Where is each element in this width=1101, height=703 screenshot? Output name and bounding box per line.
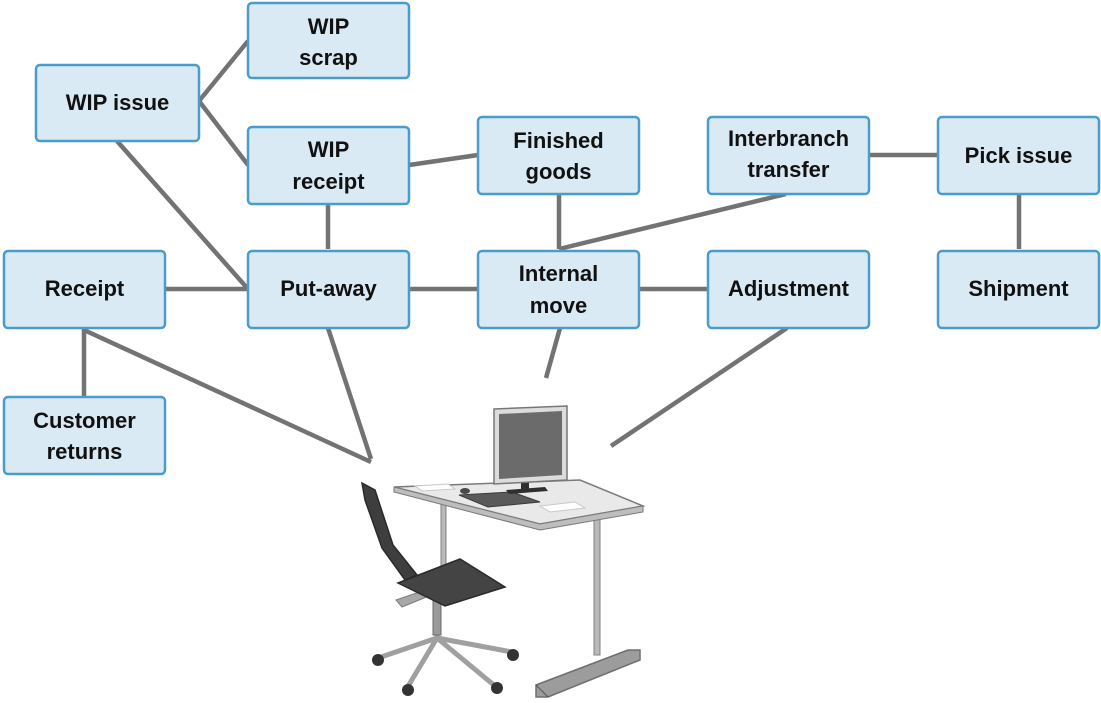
node-internal-move: Internal move <box>476 249 641 330</box>
connector-lines <box>81 39 1022 465</box>
node-label-line-2: scrap <box>299 45 358 70</box>
node-box <box>706 249 871 330</box>
node-label-line-2: receipt <box>292 169 365 194</box>
node-label: Pick issue <box>965 143 1073 168</box>
node-box <box>936 249 1101 330</box>
node-box <box>476 249 641 330</box>
node-box <box>246 125 411 206</box>
connector-internal-move-workstation <box>543 327 563 379</box>
node-label-line-1: Customer <box>33 408 136 433</box>
node-box <box>2 249 167 330</box>
connector-wip-issue-wip-receipt <box>197 99 250 167</box>
node-box <box>706 115 871 196</box>
connector-adjustment-workstation <box>609 326 789 448</box>
computer-desk-icon <box>360 405 646 698</box>
node-wip-receipt: WIP receipt <box>246 125 411 206</box>
node-label: Receipt <box>45 276 125 301</box>
node-finished-goods: Finished goods <box>476 115 641 196</box>
node-box <box>246 249 411 330</box>
node-label-line-2: goods <box>526 159 592 184</box>
node-receipt: Receipt <box>2 249 167 330</box>
node-shipment: Shipment <box>936 249 1101 330</box>
node-customer-returns: Customer returns <box>2 395 167 476</box>
connector-wip-issue-put-away <box>115 139 250 291</box>
node-label-line-1: Internal <box>519 261 598 286</box>
node-label-line-1: Finished <box>513 128 603 153</box>
node-pick-issue: Pick issue <box>936 115 1101 196</box>
connector-wip-issue-wip-scrap <box>197 39 250 103</box>
node-label-line-2: move <box>530 293 587 318</box>
node-adjustment: Adjustment <box>706 249 871 330</box>
node-label: Adjustment <box>728 276 850 301</box>
node-label: WIP issue <box>66 90 170 115</box>
node-label-line-2: returns <box>47 439 123 464</box>
node-box <box>476 115 641 196</box>
connector-put-away-workstation <box>325 327 374 460</box>
node-box <box>2 395 167 476</box>
connector-receipt-workstation <box>83 327 372 465</box>
node-interbranch-transfer: Interbranch transfer <box>706 115 871 196</box>
connector-interbranch-transfer-internal-move <box>558 191 787 252</box>
connector-wip-receipt-finished-goods <box>408 152 479 168</box>
node-box <box>936 115 1101 196</box>
node-label-line-1: WIP <box>308 14 350 39</box>
node-box <box>34 63 201 143</box>
node-wip-issue: WIP issue <box>34 63 201 143</box>
node-label-line-2: transfer <box>748 157 830 182</box>
node-wip-scrap: WIP scrap <box>246 1 411 80</box>
node-label-line-1: Interbranch <box>728 126 849 151</box>
node-label: Shipment <box>968 276 1069 301</box>
node-box <box>246 1 411 80</box>
node-label: Put-away <box>280 276 377 301</box>
node-put-away: Put-away <box>246 249 411 330</box>
node-label-line-1: WIP <box>308 137 350 162</box>
